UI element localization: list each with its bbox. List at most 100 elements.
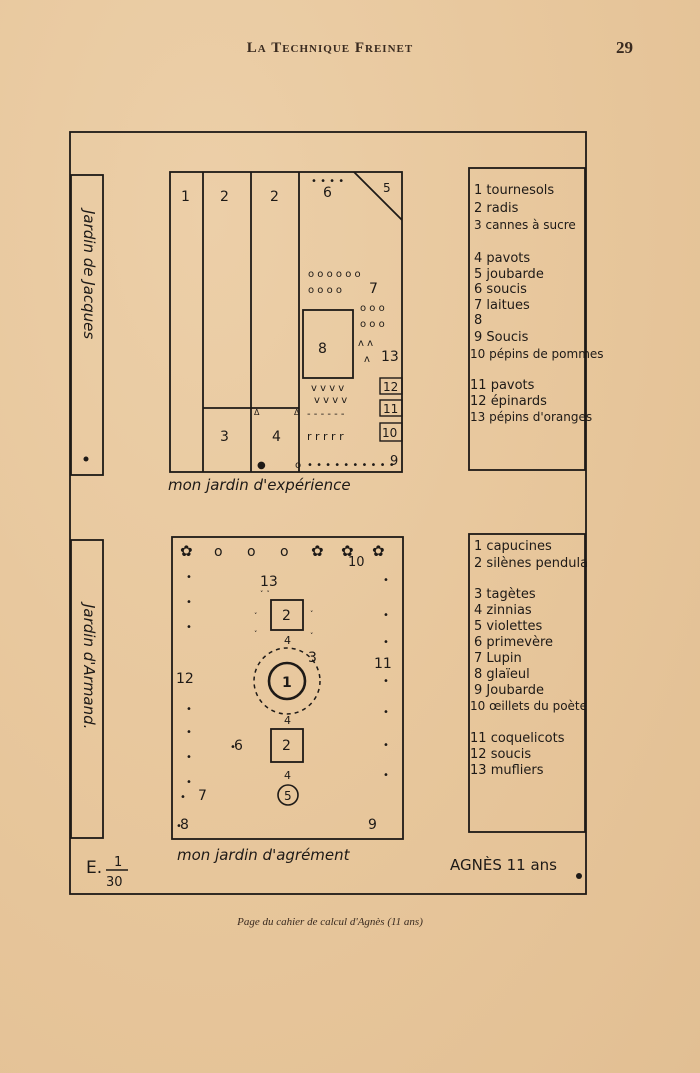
svg-text:•: •: [186, 727, 192, 738]
plot-number: 4: [284, 769, 291, 782]
jacques-garden-strip: [70, 174, 104, 476]
svg-text:✿: ✿: [311, 542, 324, 560]
svg-text:o o o o: o o o o: [308, 285, 342, 296]
experience-garden-title: mon jardin d'expérience: [168, 476, 351, 494]
plot-number: 6: [234, 738, 243, 754]
svg-text:•: •: [176, 821, 182, 832]
plot-number: 1: [282, 675, 292, 691]
legend-entry: 11 pavots: [470, 378, 535, 393]
scale-mark: E. 1 30: [86, 855, 128, 890]
svg-text:ʌ: ʌ: [364, 354, 370, 365]
svg-text:r r r r r: r r r r r: [307, 430, 344, 443]
svg-text:E.: E.: [86, 858, 102, 878]
legend-entry: 2 radis: [474, 201, 519, 216]
svg-text:o: o: [247, 544, 256, 560]
legend-entry: 3 cannes à sucre: [474, 218, 576, 232]
plot-number: 6: [323, 185, 332, 201]
plot-number: 9: [368, 817, 377, 833]
legend-entry: 6 primevère: [474, 635, 553, 650]
svg-text:•: •: [186, 572, 192, 583]
plot-number: 3: [308, 650, 317, 666]
plot-number: 5: [383, 181, 391, 195]
plot-number: 12: [383, 380, 398, 394]
plot-number: 9: [390, 454, 398, 469]
legend-entry: 2 silènes pendula: [474, 556, 588, 571]
armand-garden-strip: [70, 539, 104, 839]
legend-entry: 9 Joubarde: [474, 683, 544, 698]
legend-entry: 13 mufliers: [470, 763, 544, 778]
plot-number: 8: [318, 341, 327, 357]
legend-entry: 12 épinards: [470, 394, 547, 409]
svg-text:•: •: [230, 742, 236, 753]
pleasure-dotted-edges: ••• ••• • ••• ••• • ˯ ˯ ˯˯ ˯˯: [186, 572, 389, 788]
svg-text:30: 30: [106, 875, 123, 890]
svg-text:v v v v: v v v v: [311, 383, 344, 394]
svg-text:ʌ ʌ: ʌ ʌ: [358, 338, 373, 349]
plot-number: 2: [282, 608, 291, 624]
page-number: 29: [616, 38, 633, 57]
figure-caption: Page du cahier de calcul d'Agnès (11 ans…: [237, 916, 423, 928]
svg-text:v v v v: v v v v: [314, 395, 347, 406]
svg-text:•: •: [186, 752, 192, 763]
svg-text:˯: ˯: [310, 602, 313, 613]
plot-number: 2: [220, 189, 229, 205]
pleasure-legend: 1 capucines 2 silènes pendula 3 tagètes …: [470, 539, 588, 778]
plot-number: 13: [260, 574, 278, 590]
plan-outer-frame: [69, 131, 587, 895]
plot-number: 5: [284, 789, 292, 803]
legend-entry: 8: [474, 313, 482, 328]
legend-entry: 12 soucis: [470, 747, 531, 762]
plot-number: 4: [284, 714, 291, 727]
pleasure-beds: [253, 599, 321, 806]
plot-number: 4: [272, 429, 281, 445]
pleasure-legend-box: [468, 533, 586, 833]
svg-text:- - - - - -: - - - - - -: [307, 409, 345, 420]
plot-number: 7: [369, 281, 378, 297]
svg-text:●: ●: [257, 460, 266, 471]
svg-text:•: •: [383, 707, 389, 718]
svg-text:o o o: o o o: [360, 319, 385, 330]
pleasure-border-flowers: ✿ o o o ✿ ✿ ✿: [180, 542, 385, 560]
legend-entry: 1 capucines: [474, 539, 552, 554]
plot-number: 4: [284, 634, 291, 647]
svg-text:o: o: [214, 544, 223, 560]
plot-number: 1: [181, 189, 190, 205]
svg-text:✿: ✿: [180, 542, 193, 560]
svg-text:Δ: Δ: [294, 408, 300, 417]
experience-legend: 1 tournesols 2 radis 3 cannes à sucre 4 …: [470, 183, 604, 424]
plot-number: 11: [383, 402, 398, 416]
experience-garden-plan: [169, 171, 403, 473]
jacques-garden-label: Jardin de Jacques: [80, 207, 98, 339]
svg-text:o o o: o o o: [360, 303, 385, 314]
svg-text:• • • •: • • • •: [311, 176, 344, 187]
plot-number: 10: [382, 426, 397, 440]
experience-legend-box: [468, 167, 586, 471]
plot-number: 7: [198, 788, 207, 804]
legend-entry: 7 Lupin: [474, 651, 522, 666]
svg-text:˯ ˯: ˯ ˯: [260, 582, 270, 593]
svg-text:˯: ˯: [310, 624, 313, 635]
svg-text:1: 1: [114, 855, 122, 870]
plot-number: 3: [220, 429, 229, 445]
plot-number: 13: [381, 349, 399, 365]
experience-plot-numbers: 1 2 2 6 5 7 8 13 12 11 10 3 4 9: [181, 181, 399, 469]
svg-text:✿: ✿: [341, 542, 354, 560]
svg-text:• • • • • • • • • •: • • • • • • • • • •: [307, 460, 395, 471]
seedling-marks: • • • • o o o o o o o o o o o o o o o o …: [254, 176, 395, 471]
legend-entry: 8 glaïeul: [474, 667, 530, 682]
plot-number: 2: [282, 738, 291, 754]
plot-number: 2: [270, 189, 279, 205]
svg-text:•: •: [383, 676, 389, 687]
armand-garden-label: Jardin d'Armand.: [80, 601, 98, 729]
plot-number: 10: [348, 555, 365, 570]
svg-text:˯: ˯: [254, 604, 257, 615]
legend-entry: 4 zinnias: [474, 603, 532, 618]
svg-text:o: o: [280, 544, 289, 560]
pleasure-garden-plan: [171, 536, 404, 840]
svg-text:•: •: [383, 610, 389, 621]
svg-text:•: •: [180, 792, 186, 803]
svg-text:•: •: [383, 770, 389, 781]
legend-entry: 6 soucis: [474, 282, 527, 297]
